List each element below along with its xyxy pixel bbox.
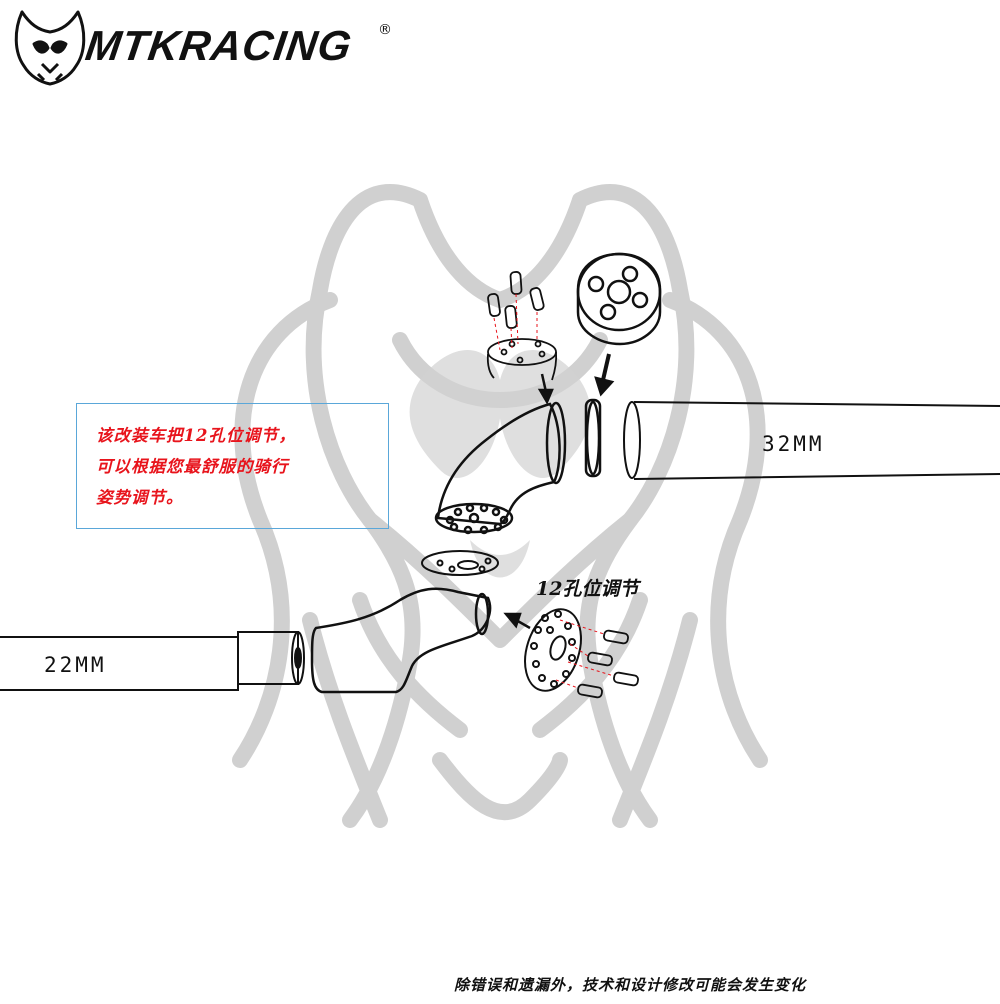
riser-lower xyxy=(310,587,492,694)
pin-guides-top xyxy=(493,293,538,351)
hole-plate-12 xyxy=(524,608,582,692)
label-32mm: 32MM xyxy=(762,432,825,456)
spacer-ring xyxy=(584,398,602,478)
note-box xyxy=(76,403,389,529)
pin-set-top xyxy=(486,271,558,381)
bar-22mm xyxy=(0,631,305,691)
note-line-3: 姿势调节。 xyxy=(96,488,184,507)
arrow-icon xyxy=(503,353,615,630)
watermark-mascot xyxy=(232,184,768,828)
note-text: 该改装车把12孔位调节， 可以根据您最舒服的骑行 姿势调节。 xyxy=(96,420,381,513)
footer-disclaimer: 除错误和遗漏外，技术和设计修改可能会发生变化 xyxy=(454,976,807,994)
pin-guides-bottom xyxy=(555,619,615,689)
brand-mascot-icon xyxy=(14,10,86,86)
spacer-disk-4-hole xyxy=(576,252,662,346)
bar-32mm xyxy=(623,401,1000,480)
pin-set-bottom xyxy=(577,629,639,699)
label-hole-adjust: 12孔位调节 xyxy=(536,578,639,600)
note-line-2: 可以根据您最舒服的骑行 xyxy=(96,457,289,476)
note-line-1: 该改装车把12孔位调节， xyxy=(96,426,296,445)
riser-upper xyxy=(434,401,567,535)
brand-name: MTKRACING xyxy=(82,22,356,69)
label-22mm: 22MM xyxy=(44,653,107,677)
hole-washer xyxy=(421,550,499,576)
registered-mark: ® xyxy=(378,22,392,38)
